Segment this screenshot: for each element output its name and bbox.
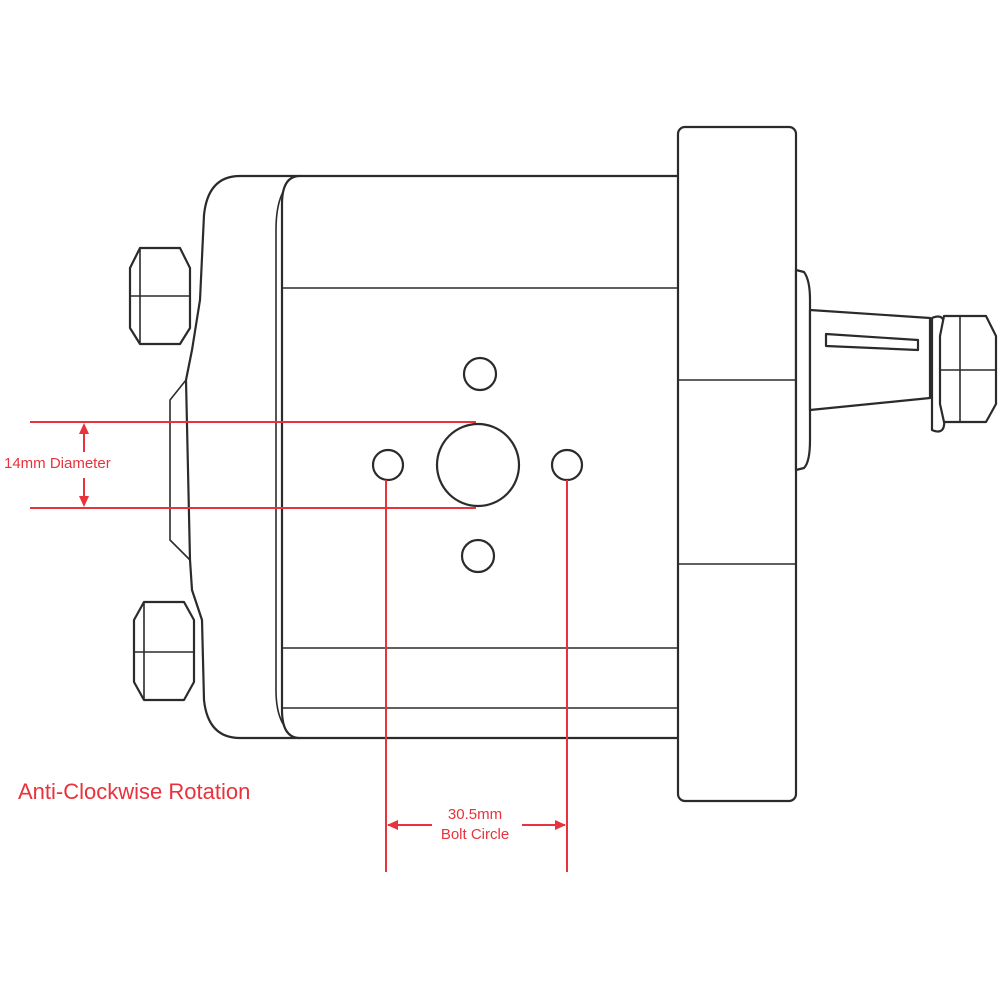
bolt-circle-label: Bolt Circle [440, 826, 510, 843]
port-bolt-hole-left [371, 448, 405, 482]
shaft-keyway [824, 332, 920, 352]
port-main-hole [435, 422, 521, 508]
bolt-circle-value: 30.5mm [447, 806, 503, 823]
drive-shaft-taper [808, 308, 932, 412]
port-bolt-hole-right [550, 448, 584, 482]
shaft-nut [930, 314, 998, 433]
flange-spigot [794, 268, 812, 472]
rear-cover [184, 174, 302, 740]
port-bolt-hole-bottom [460, 538, 496, 574]
bolt-circle-dimension [385, 480, 568, 872]
rear-cover-recess [169, 379, 191, 561]
rotation-label: Anti-Clockwise Rotation [18, 779, 251, 804]
diameter-dimension [30, 421, 476, 509]
mounting-flange [676, 125, 798, 803]
port-bolt-hole-top [462, 356, 498, 392]
diameter-label: 14mm Diameter [4, 455, 111, 472]
bolt-head-top [128, 246, 192, 346]
bolt-head-bottom [132, 600, 196, 702]
